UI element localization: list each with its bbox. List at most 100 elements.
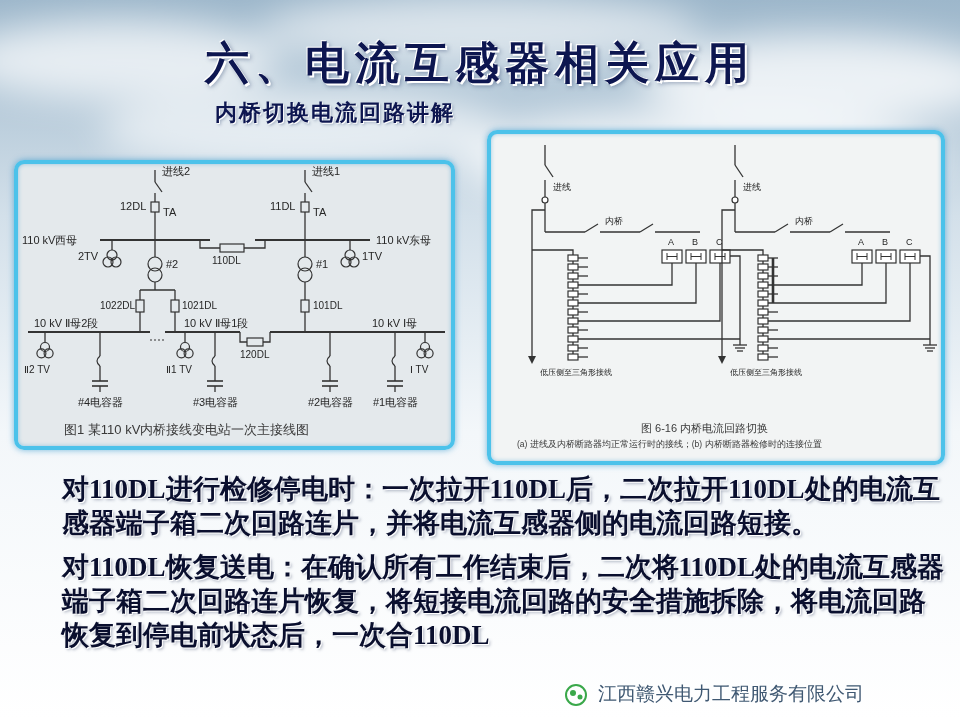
relay-box xyxy=(900,250,920,263)
capacitor-lead xyxy=(99,332,100,356)
capacitor-lead xyxy=(214,386,215,392)
transformer-lead xyxy=(304,240,305,257)
capacitor-name: #2电容器 xyxy=(308,396,353,409)
procedure-note: 对110DL进行检修停电时：一次拉开110DL后，二次拉开110DL处的电流互感… xyxy=(62,472,950,540)
pt-name: 2TV xyxy=(78,250,98,263)
breaker-name: 120DL xyxy=(240,349,269,361)
terminal-block xyxy=(568,354,578,360)
breaker-symbol xyxy=(171,300,179,312)
relay-box xyxy=(662,250,682,263)
busbar xyxy=(270,331,445,333)
pt-lead xyxy=(349,240,350,250)
breaker-symbol xyxy=(220,244,244,252)
capacitor-symbol xyxy=(387,380,403,382)
pt-name: 1TV xyxy=(362,250,382,263)
terminal-block xyxy=(568,336,578,342)
capacitor-name: #1电容器 xyxy=(373,396,418,409)
incoming-line xyxy=(154,193,155,240)
terminal-block xyxy=(568,273,578,279)
relay-box xyxy=(686,250,706,263)
terminal-stub xyxy=(578,257,588,258)
terminal-block xyxy=(568,318,578,324)
bridge-line xyxy=(600,231,640,232)
disconnector-symbol xyxy=(155,182,162,192)
transformer-lead xyxy=(154,282,155,290)
terminal-stub xyxy=(768,329,778,330)
relay-box xyxy=(710,250,730,263)
bridge-name: 内桥 xyxy=(605,216,623,226)
capacitor-lead xyxy=(394,366,395,381)
terminal-block xyxy=(758,291,768,297)
secondary-wire xyxy=(532,250,573,360)
switch-symbol xyxy=(640,224,653,232)
secondary-wire xyxy=(768,263,886,303)
terminal-block xyxy=(568,309,578,315)
shorting-link xyxy=(772,258,775,303)
figure-caption: 图 6-16 内桥电流回路切换 xyxy=(641,422,768,435)
phase-name: B xyxy=(882,237,888,247)
pt-symbol xyxy=(424,349,433,358)
bus-name: 110 kV西母 xyxy=(22,234,77,247)
line-name: 进线 xyxy=(743,182,761,192)
terminal-stub xyxy=(578,347,588,348)
terminal-block xyxy=(568,264,578,270)
capacitor-name: #4电容器 xyxy=(78,396,123,409)
capacitor-symbol xyxy=(207,380,223,382)
breaker-symbol xyxy=(151,202,159,212)
incoming-line xyxy=(734,145,735,165)
bus-name: 10 kV Ⅱ母1段 xyxy=(184,317,248,330)
figure-subcaption: (a) 进线及内桥断路器均正常运行时的接线；(b) 内桥断路器检修时的连接位置 xyxy=(517,440,822,450)
busbar xyxy=(165,331,240,333)
neutral-wire xyxy=(578,338,740,339)
terminal-block xyxy=(758,264,768,270)
terminal-stub xyxy=(578,311,588,312)
incoming-line xyxy=(304,193,305,240)
terminal-block xyxy=(758,309,768,315)
capacitor-lead xyxy=(99,386,100,392)
secondary-wire xyxy=(768,263,910,321)
arrow-head xyxy=(718,356,726,364)
relay-mark xyxy=(691,253,701,260)
pt-lead xyxy=(184,332,185,342)
pt-symbol xyxy=(44,349,53,358)
ground-symbol xyxy=(927,350,933,351)
secondary-wire xyxy=(578,263,720,321)
relay-mark xyxy=(857,253,867,260)
secondary-wire xyxy=(578,263,696,303)
terminal-block xyxy=(568,300,578,306)
current-circuit-drawing xyxy=(718,145,937,364)
terminal-block xyxy=(568,345,578,351)
neutral-wire xyxy=(920,256,930,345)
figure-caption: 图1 某110 kV内桥接线变电站一次主接线图 xyxy=(64,423,309,438)
phase-name: C xyxy=(716,237,723,247)
transformer-symbol xyxy=(298,257,312,271)
capacitor-lead xyxy=(214,332,215,356)
secondary-wire xyxy=(768,263,862,285)
bridge-name: 内桥 xyxy=(795,216,813,226)
bridge-line xyxy=(735,231,775,232)
panel-ground xyxy=(491,134,941,461)
pt-lead xyxy=(424,332,425,342)
terminal-block xyxy=(758,336,768,342)
incoming-line xyxy=(544,180,545,232)
figure-panel: 图 6-16 内桥电流回路切换 (a) 进线及内桥断路器均正常运行时的接线；(b)… xyxy=(487,130,945,465)
wire-note: 低压侧至三角形接线 xyxy=(730,368,802,377)
subtitle: 内桥切换电流回路讲解 xyxy=(215,100,455,125)
breaker-name: 1022DL xyxy=(100,300,135,312)
terminal-stub xyxy=(768,347,778,348)
incoming-line xyxy=(304,170,305,182)
line-name: 进线 xyxy=(553,182,571,192)
capacitor-lead xyxy=(99,366,100,381)
pt-name: Ⅰ TV xyxy=(410,364,428,376)
bus-name: 10 kV Ⅱ母2段 xyxy=(34,317,98,330)
switch-symbol xyxy=(392,356,395,366)
ground-symbol xyxy=(925,347,935,348)
terminal-block xyxy=(568,255,578,261)
watermark: 江西赣兴电力工程服务有限公司 xyxy=(598,683,864,705)
arrow-head xyxy=(528,356,536,364)
switch-symbol xyxy=(775,224,788,232)
breaker-name: 11DL xyxy=(270,200,295,213)
switch-symbol xyxy=(212,356,215,366)
terminal-block xyxy=(568,282,578,288)
breaker-symbol xyxy=(732,197,738,203)
